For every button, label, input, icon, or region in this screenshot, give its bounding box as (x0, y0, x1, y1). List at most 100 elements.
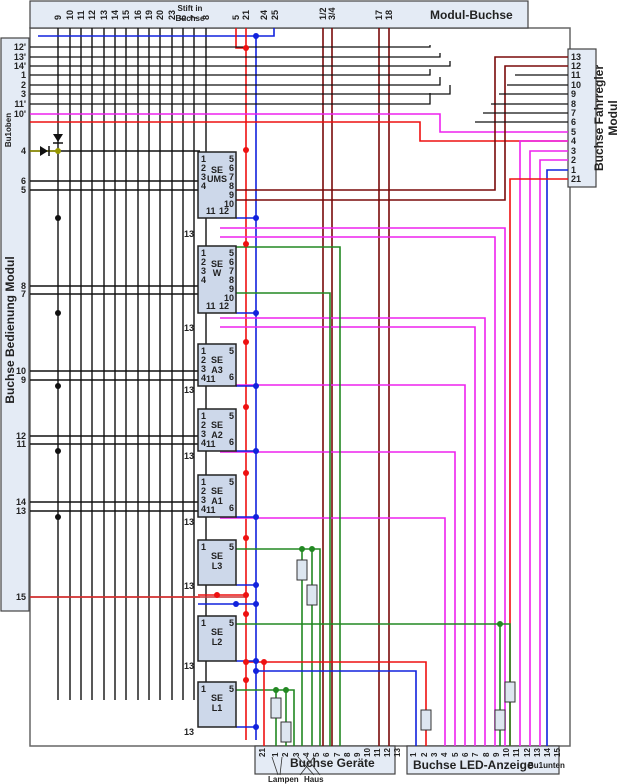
blue-junction (253, 33, 259, 39)
module-ground-label: 13 (184, 229, 194, 239)
red-junction (243, 592, 249, 598)
blue-junction (253, 310, 259, 316)
horizontal-wire (30, 93, 431, 105)
led-connector-title: Buchse LED-Anzeige (413, 758, 534, 772)
left-pin-label: 14 (16, 497, 26, 507)
magenta-wire (220, 384, 466, 746)
right-pin-label: 9 (571, 89, 576, 99)
module-pin: 1 (201, 411, 206, 421)
led-pin-label: 7 (471, 752, 480, 757)
led-pin-label: 10 (502, 748, 511, 757)
top-connector-body (29, 0, 529, 29)
module-pin: 6 (229, 372, 234, 382)
module-pin: 2 (201, 257, 206, 267)
module-name: W (213, 268, 222, 278)
module-body (197, 474, 237, 518)
red-junction (243, 147, 249, 153)
red-junction (243, 535, 249, 541)
red-junction (243, 241, 249, 247)
top-pin-label: 17 (374, 10, 384, 20)
ground-junction (55, 215, 61, 221)
horizontal-wire (30, 77, 441, 86)
ground-junction (55, 448, 61, 454)
module-pin: 8 (229, 275, 234, 285)
module-pin: 6 (229, 437, 234, 447)
module-pin: 5 (229, 684, 234, 694)
led-pin-label: 6 (461, 752, 470, 757)
module-ground-label: 13 (184, 323, 194, 333)
top-pin-label: 25 (270, 10, 280, 20)
module-pin: 2 (201, 420, 206, 430)
geraete-pin-label: 3 (292, 752, 301, 757)
module-pin: 1 (201, 542, 206, 552)
left-pin-label: 2 (21, 80, 26, 90)
top-pin-label: 18 (384, 10, 394, 20)
ground-junction (55, 310, 61, 316)
right-pin-label: 11 (571, 70, 581, 80)
magenta-wire (529, 150, 568, 746)
module-body (197, 408, 237, 452)
led-pin-label: 3 (430, 752, 439, 757)
top-pin-label: 9 (53, 15, 63, 20)
module-pin: 5 (229, 346, 234, 356)
resistor (420, 709, 432, 731)
module-ground-label: 13 (184, 517, 194, 527)
module-ground-label: 13 (184, 581, 194, 591)
right-pin-label: 7 (571, 108, 576, 118)
left-pin-label: 14' (14, 61, 26, 71)
left-connector-body (0, 37, 30, 612)
magenta-wire (220, 451, 456, 746)
top-pin-label: 11 (76, 10, 86, 20)
blue-junction (253, 724, 259, 730)
module-pin: 5 (229, 618, 234, 628)
module-pin: 5 (229, 411, 234, 421)
diode-icon (40, 146, 48, 156)
note-lampen: Lampen (268, 775, 299, 784)
olive-junction (55, 148, 61, 154)
red-junction (243, 470, 249, 476)
module-pin: 3 (201, 429, 206, 439)
module-name: SE (211, 551, 223, 561)
right-pin-label: 6 (571, 117, 576, 127)
module-pin: 4 (201, 504, 206, 514)
red-junction (243, 659, 249, 665)
left-pin-label: 15 (16, 592, 26, 602)
left-pin-label: 3 (21, 89, 26, 99)
left-pin-label: 6 (21, 176, 26, 186)
darkred-wire (200, 65, 568, 201)
module-pin: 10 (224, 293, 234, 303)
led-pin-label: 13 (533, 748, 542, 757)
magenta-wire (220, 227, 506, 746)
magenta-wire (539, 159, 568, 746)
module-body (197, 245, 237, 314)
led-pin-label: 4 (440, 752, 449, 757)
note-haus: Haus (304, 775, 324, 784)
top-pin-label: 10 (65, 10, 75, 20)
left-pin-label: 11 (16, 439, 26, 449)
module-name: SE (211, 627, 223, 637)
diode-icon (53, 134, 63, 142)
top-pin-label: 12 (87, 10, 97, 20)
right-pin-label: 1 (571, 165, 576, 175)
top-pin-label: 23 (167, 10, 177, 20)
module-name: UMS (207, 174, 227, 184)
left-connector-sublabel: Bu1oben (4, 113, 13, 147)
right-pin-label: 10 (571, 80, 581, 90)
module-pin: 2 (201, 486, 206, 496)
blue-junction (253, 215, 259, 221)
blue-junction (253, 658, 259, 664)
magenta-wire (220, 517, 446, 746)
right-pin-label: 21 (571, 174, 581, 184)
top-pin-label: 19 (144, 10, 154, 20)
wires (30, 28, 568, 746)
left-pin-label: 11' (14, 99, 26, 109)
blue-junction (253, 582, 259, 588)
module-pin: 4 (201, 438, 206, 448)
